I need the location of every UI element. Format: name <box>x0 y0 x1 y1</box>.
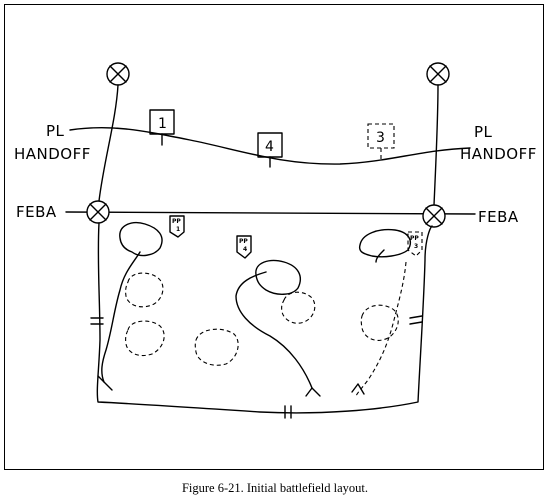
unit-1-label: 1 <box>158 116 167 132</box>
pp4-top-label: PP <box>239 238 248 245</box>
checkpoint-feba-right <box>422 204 446 228</box>
terrain-dashed-3 <box>194 328 239 366</box>
pl-label-left-line2: HANDOFF <box>14 145 91 163</box>
pp3-number: 3 <box>414 243 418 250</box>
stream-right-upper <box>375 249 385 263</box>
passage-point-3: PP 3 <box>407 231 423 257</box>
checkpoint-feba-left <box>86 200 110 224</box>
stream-center <box>235 271 313 389</box>
pp1-top-label: PP <box>172 218 181 225</box>
unit-box-3: 3 <box>367 123 395 160</box>
stream-left-fork <box>97 375 113 391</box>
passage-point-4: PP 4 <box>236 235 252 259</box>
terrain-blob-center <box>255 259 302 295</box>
unit-3-label: 3 <box>376 130 385 146</box>
unit-box-1: 1 <box>149 109 175 146</box>
stream-right-dashed <box>355 261 407 397</box>
passage-point-1: PP 1 <box>169 215 185 238</box>
pl-label-right-line2: HANDOFF <box>460 145 537 163</box>
stream-left <box>101 251 141 383</box>
feba-line <box>65 211 476 215</box>
figure-frame <box>4 4 544 470</box>
terrain-dashed-1 <box>125 272 164 308</box>
feba-label-right: FEBA <box>478 208 519 226</box>
pp3-top-label: PP <box>410 235 419 242</box>
pl-label-left-line1: PL <box>46 122 65 140</box>
terrain-blob-left <box>119 221 163 257</box>
terrain-dashed-2 <box>125 320 165 357</box>
route-right-upper <box>433 84 439 206</box>
stream-center-fork <box>305 387 321 397</box>
figure-caption: Figure 6-21. Initial battlefield layout. <box>181 481 369 495</box>
boundary-ticks <box>90 315 423 419</box>
unit-box-4: 4 <box>257 132 283 168</box>
checkpoint-top-left <box>106 62 130 86</box>
pp1-number: 1 <box>176 226 180 233</box>
terrain-dashed-4 <box>281 291 316 324</box>
terrain-blob-right <box>358 228 412 258</box>
phase-line-handoff <box>69 126 471 165</box>
checkpoint-top-right <box>426 62 450 86</box>
feba-label-left: FEBA <box>16 203 57 221</box>
pl-label-right-line1: PL <box>474 123 493 141</box>
terrain-dashed-5 <box>360 304 399 341</box>
sector-boundary <box>96 222 433 414</box>
battlefield-diagram: PL HANDOFF PL HANDOFF FEBA FEBA 1 4 3 PP… <box>14 62 537 419</box>
unit-4-label: 4 <box>265 139 274 155</box>
stream-right-fork <box>351 383 365 395</box>
route-left-upper <box>98 84 119 202</box>
pp4-number: 4 <box>243 246 247 253</box>
